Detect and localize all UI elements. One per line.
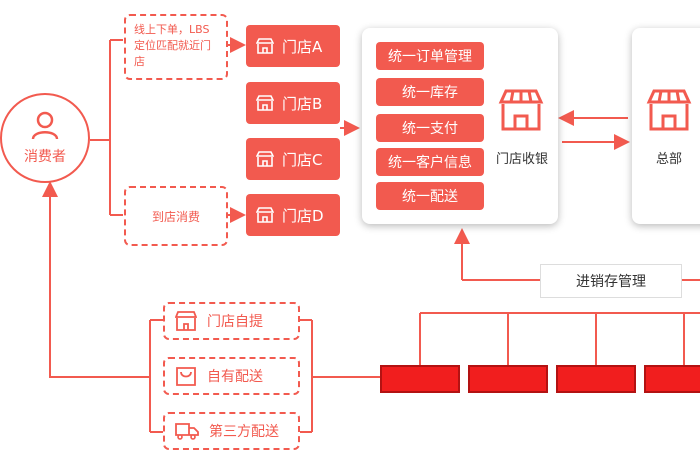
store-c-label: 门店C (282, 150, 323, 169)
person-icon (31, 111, 59, 140)
consumer-label: 消费者 (24, 149, 66, 165)
store-c[interactable]: 门店C (246, 138, 340, 180)
warehouse-block-1 (380, 365, 460, 393)
headquarters-panel[interactable]: 总部 (632, 28, 700, 224)
store-d[interactable]: 门店D (246, 194, 340, 236)
unified-inventory-item[interactable]: 统一库存 (376, 78, 484, 106)
inventory-management-label: 进销存管理 (576, 274, 646, 290)
warehouse-block-2 (468, 365, 548, 393)
store-d-label: 门店D (282, 206, 324, 225)
warehouse-block-4 (644, 365, 700, 393)
store-b-label: 门店B (282, 94, 323, 113)
delivery-to-consumer-arrow (42, 181, 150, 378)
truck-icon (175, 423, 199, 440)
shopping-bag-icon (176, 367, 196, 386)
hq-store-icon (646, 89, 692, 131)
unified-delivery-item[interactable]: 统一配送 (376, 182, 484, 210)
inventory-management-box[interactable]: 进销存管理 (540, 264, 682, 298)
unified-order-item[interactable]: 统一订单管理 (376, 42, 484, 70)
consumer-node[interactable]: 消费者 (0, 93, 90, 183)
online-order-box: 线上下单，LBS定位匹配就近门店 (124, 14, 228, 80)
store-icon (256, 151, 274, 167)
online-order-text: 线上下单，LBS定位匹配就近门店 (134, 23, 211, 68)
warehouse-block-3 (556, 365, 636, 393)
store-a-label: 门店A (282, 37, 323, 56)
self-pickup-label: 门店自提 (207, 314, 263, 330)
pos-store-icon (498, 89, 544, 131)
offline-visit-text: 到店消费 (151, 209, 200, 224)
offline-visit-box: 到店消费 (124, 186, 228, 246)
store-icon (175, 311, 197, 331)
store-icon (256, 207, 274, 223)
own-delivery-label: 自有配送 (207, 369, 263, 385)
store-a[interactable]: 门店A (246, 25, 340, 67)
third-party-label: 第三方配送 (209, 424, 279, 440)
delivery-third-party[interactable]: 第三方配送 (163, 412, 300, 450)
store-b[interactable]: 门店B (246, 82, 340, 124)
store-icon (256, 38, 274, 54)
unified-customer-item[interactable]: 统一客户信息 (376, 148, 484, 176)
store-icon (256, 95, 274, 111)
delivery-self-pickup[interactable]: 门店自提 (163, 302, 300, 340)
pos-label: 门店收银 (495, 152, 548, 167)
unified-system-panel: 统一订单管理 统一库存 统一支付 统一客户信息 统一配送 门店收银 (362, 28, 558, 224)
delivery-own[interactable]: 自有配送 (163, 357, 300, 395)
unified-payment-item[interactable]: 统一支付 (376, 114, 484, 142)
hq-label: 总部 (655, 152, 682, 167)
